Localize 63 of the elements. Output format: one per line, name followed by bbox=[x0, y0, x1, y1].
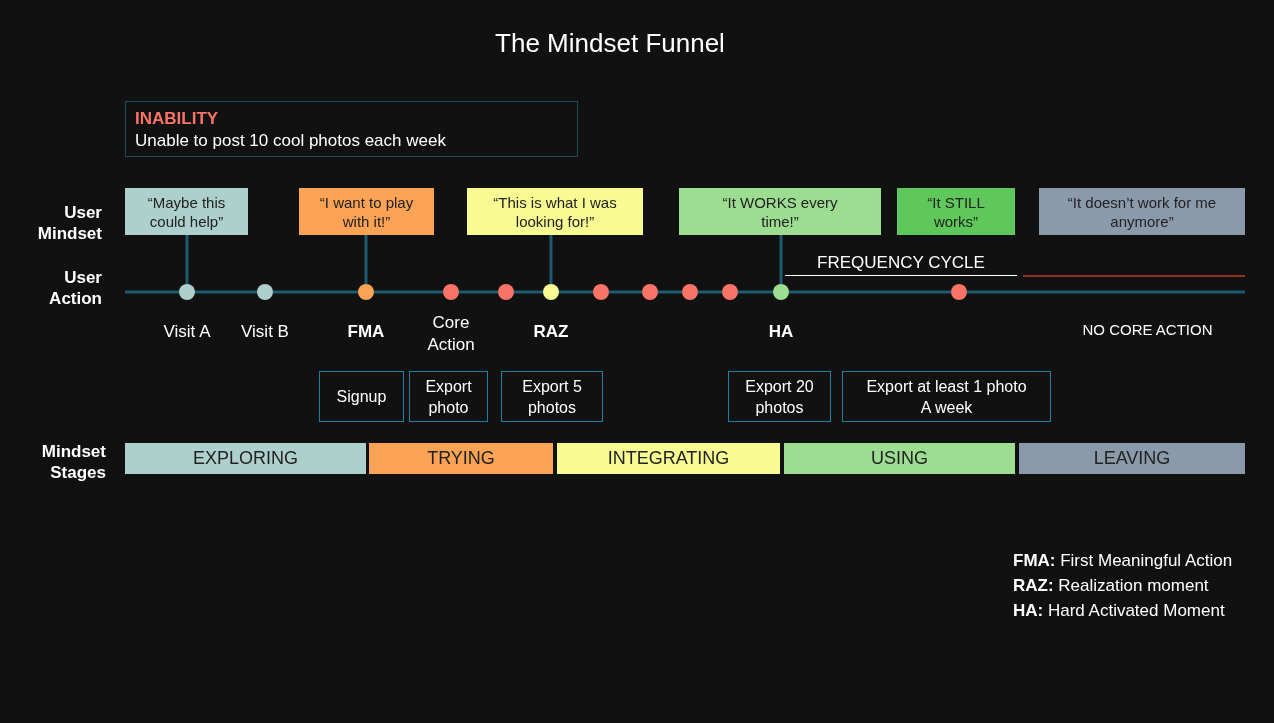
timeline-dot bbox=[773, 284, 789, 300]
connector-line bbox=[364, 235, 368, 284]
timeline-dot bbox=[593, 284, 609, 300]
connector-line bbox=[789, 290, 951, 294]
legend-note: HA: Hard Activated Moment bbox=[1013, 600, 1226, 622]
legend-note: RAZ: Realization moment bbox=[1013, 575, 1210, 597]
connector-line bbox=[658, 290, 682, 294]
row-heading: User Action bbox=[48, 267, 102, 310]
quote-box: “It STILL works” bbox=[897, 188, 1015, 235]
quote-box: “This is what I was looking for!” bbox=[467, 188, 643, 235]
action-box: Signup bbox=[319, 371, 404, 422]
row-heading: User Mindset bbox=[36, 202, 102, 245]
connector-line bbox=[374, 290, 443, 294]
quote-box: “It WORKS every time!” bbox=[679, 188, 881, 235]
milestone-label: RAZ bbox=[532, 321, 570, 343]
connector-line bbox=[273, 290, 358, 294]
section-label: NO CORE ACTION bbox=[1081, 320, 1214, 340]
timeline-dot bbox=[498, 284, 514, 300]
timeline-dot bbox=[543, 284, 559, 300]
connector-line bbox=[698, 290, 722, 294]
connector-line bbox=[738, 290, 773, 294]
connector-line bbox=[609, 290, 642, 294]
action-box: Export 5 photos bbox=[501, 371, 603, 422]
box-text: Unable to post 10 cool photos each week bbox=[135, 130, 447, 152]
connector-line bbox=[549, 235, 553, 284]
quote-box: “It doesn’t work for me anymore” bbox=[1039, 188, 1245, 235]
quote-box: “Maybe this could help” bbox=[125, 188, 248, 235]
stage-bar: LEAVING bbox=[1019, 443, 1245, 474]
timeline-dot bbox=[682, 284, 698, 300]
stage-bar: INTEGRATING bbox=[557, 443, 780, 474]
timeline-dot bbox=[722, 284, 738, 300]
stage-bar: USING bbox=[784, 443, 1015, 474]
legend-note: FMA: First Meaningful Action bbox=[1013, 550, 1234, 572]
diagram-title: The Mindset Funnel bbox=[494, 27, 726, 60]
timeline-dot bbox=[443, 284, 459, 300]
action-box: Export at least 1 photo A week bbox=[842, 371, 1051, 422]
action-box: Export 20 photos bbox=[728, 371, 831, 422]
connector-line bbox=[559, 290, 593, 294]
connector-line bbox=[779, 235, 783, 284]
milestone-label: Visit A bbox=[162, 321, 212, 343]
quote-box: “I want to play with it!” bbox=[299, 188, 434, 235]
timeline-dot bbox=[257, 284, 273, 300]
timeline-dot bbox=[179, 284, 195, 300]
connector-line bbox=[514, 290, 543, 294]
timeline-dot bbox=[642, 284, 658, 300]
box-heading: INABILITY bbox=[135, 108, 220, 130]
section-label: FREQUENCY CYCLE bbox=[785, 252, 1017, 276]
stage-bar: TRYING bbox=[369, 443, 553, 474]
connector-line bbox=[185, 235, 189, 284]
timeline-dot bbox=[951, 284, 967, 300]
milestone-label: Core Action bbox=[426, 312, 476, 356]
timeline-dot bbox=[358, 284, 374, 300]
timeline-line bbox=[125, 290, 179, 294]
milestone-label: FMA bbox=[346, 321, 386, 343]
action-box: Export photo bbox=[409, 371, 488, 422]
milestone-label: Visit B bbox=[240, 321, 290, 343]
connector-line bbox=[195, 290, 257, 294]
row-heading: Mindset Stages bbox=[40, 441, 106, 484]
problem-box bbox=[125, 101, 578, 157]
stage-bar: EXPLORING bbox=[125, 443, 366, 474]
milestone-label: HA bbox=[767, 321, 795, 343]
timeline-line bbox=[967, 290, 1245, 294]
connector-line bbox=[459, 290, 498, 294]
